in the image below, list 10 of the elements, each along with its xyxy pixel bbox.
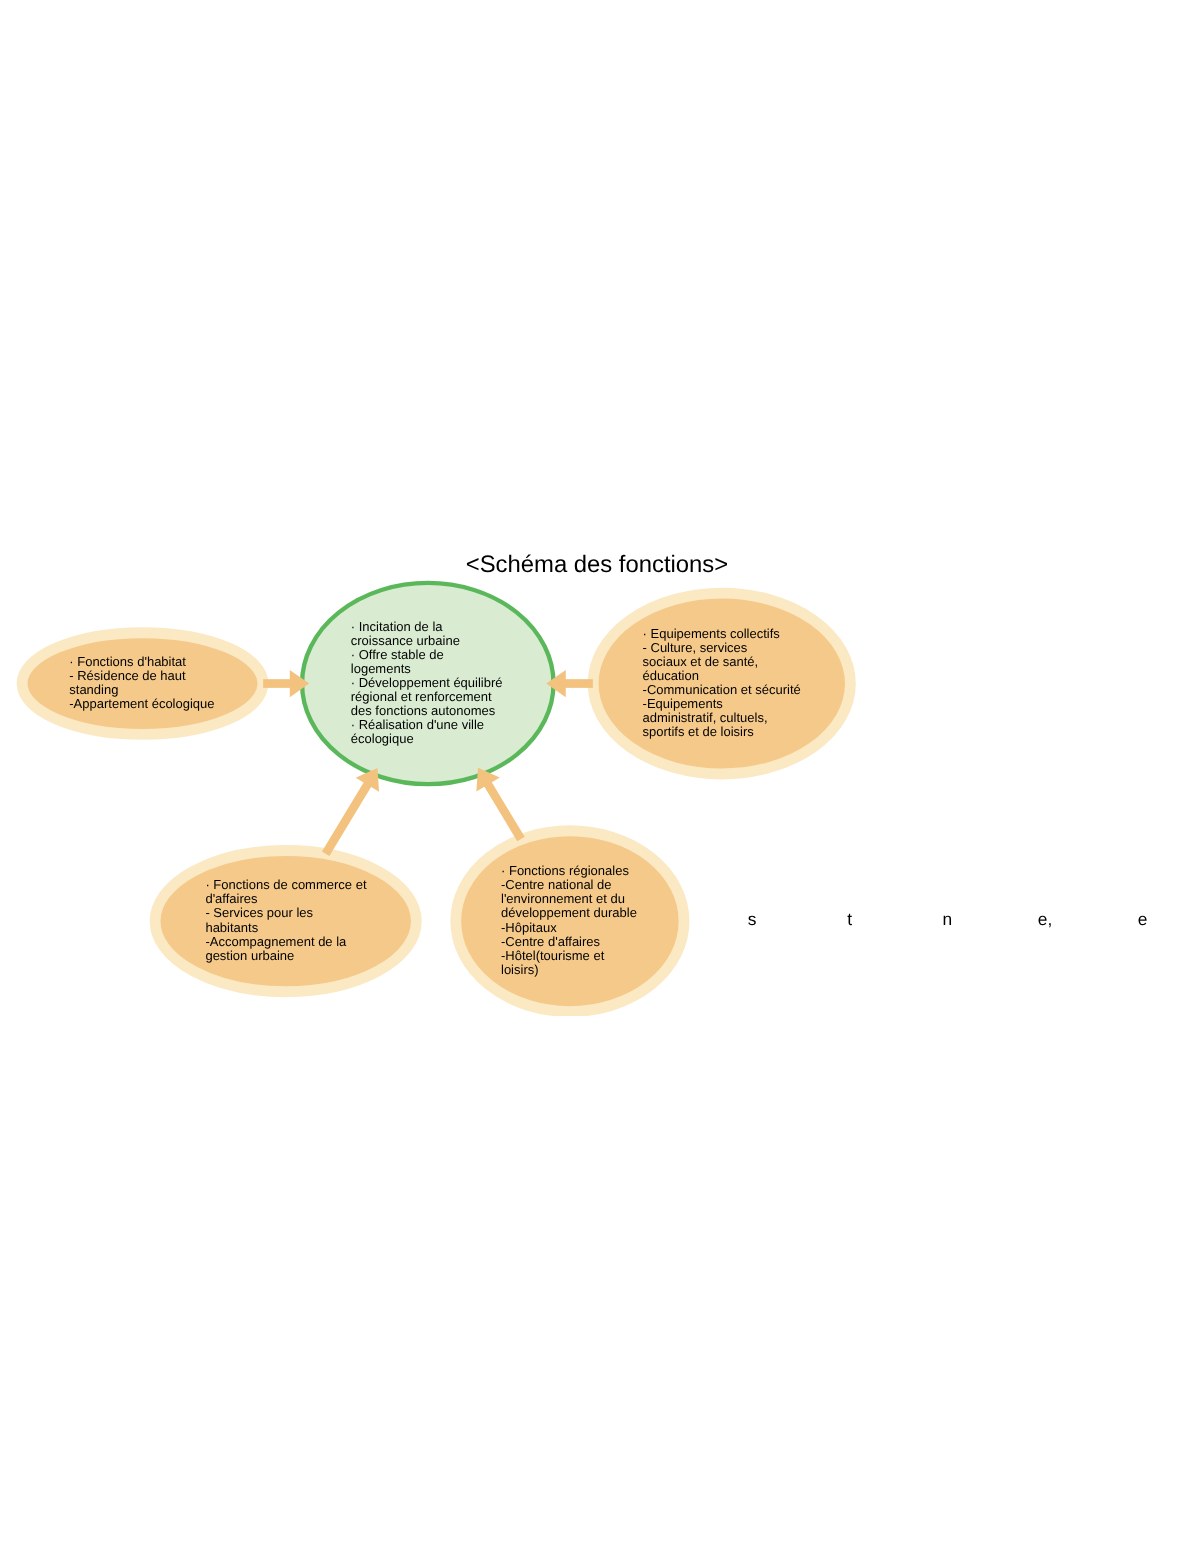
label: n: [942, 908, 953, 929]
label: s: [747, 908, 757, 929]
diagram-title: <Schéma des fonctions>: [465, 548, 729, 577]
arrow: [476, 766, 525, 841]
label: e: [1137, 908, 1148, 929]
arrow: [546, 668, 593, 697]
arrow: [263, 668, 310, 697]
label: t: [847, 908, 853, 929]
arrow: [321, 767, 380, 856]
label: e,: [1037, 908, 1053, 929]
